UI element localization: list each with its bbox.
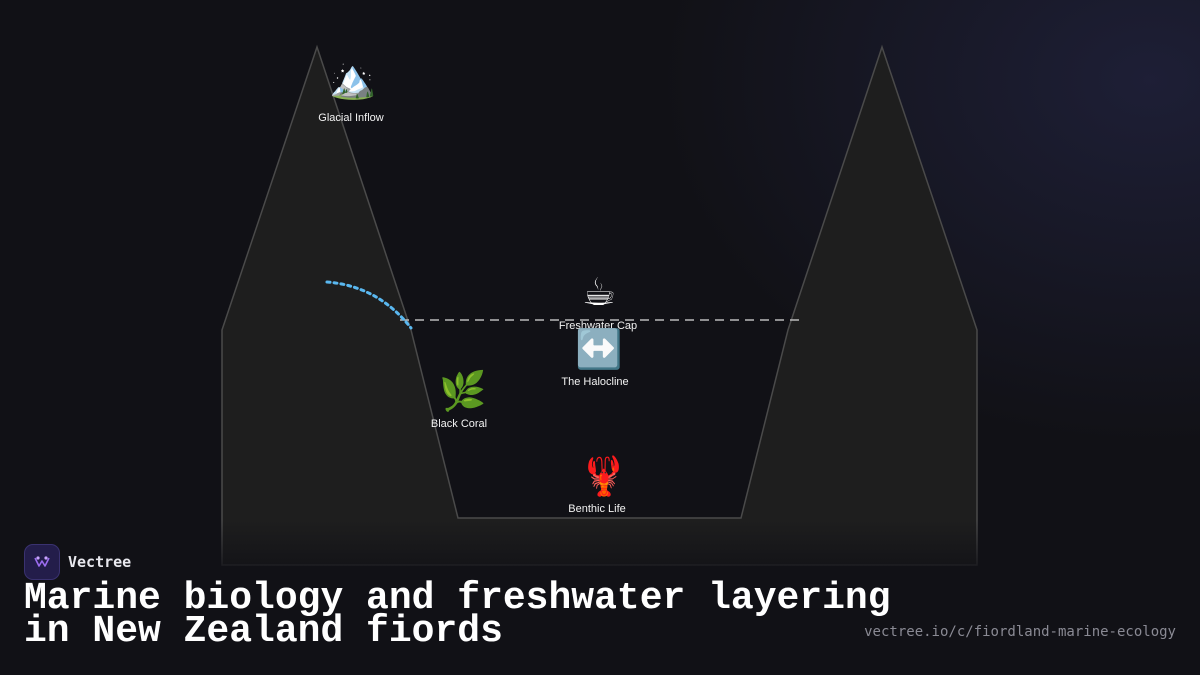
source-url[interactable]: vectree.io/c/fiordland-marine-ecology bbox=[864, 624, 1176, 640]
node-label-benthic-life: Benthic Life bbox=[568, 503, 626, 515]
lobster-icon: 🦞 bbox=[580, 454, 628, 498]
brand: Vectree bbox=[24, 544, 131, 580]
herb-icon: 🌿 bbox=[439, 369, 487, 413]
vectree-logo-icon bbox=[24, 544, 60, 580]
bottom-fade bbox=[200, 520, 1000, 570]
node-label-black-coral: Black Coral bbox=[430, 418, 488, 430]
brand-name: Vectree bbox=[68, 553, 132, 571]
node-label-glacial-inflow: Glacial Inflow bbox=[318, 112, 384, 124]
glacial-inflow-flow bbox=[325, 280, 413, 330]
hot-beverage-icon: ☕ bbox=[581, 270, 617, 314]
node-label-halocline: The Halocline bbox=[561, 376, 629, 388]
left-right-arrow-icon: ↔️ bbox=[575, 327, 623, 371]
fiord-terrain bbox=[221, 44, 978, 566]
page-title: Marine biology and freshwater layering i… bbox=[24, 577, 891, 653]
mountain-icon: 🏔️ bbox=[329, 57, 377, 101]
node-label-freshwater-cap: Freshwater Cap bbox=[558, 320, 638, 332]
